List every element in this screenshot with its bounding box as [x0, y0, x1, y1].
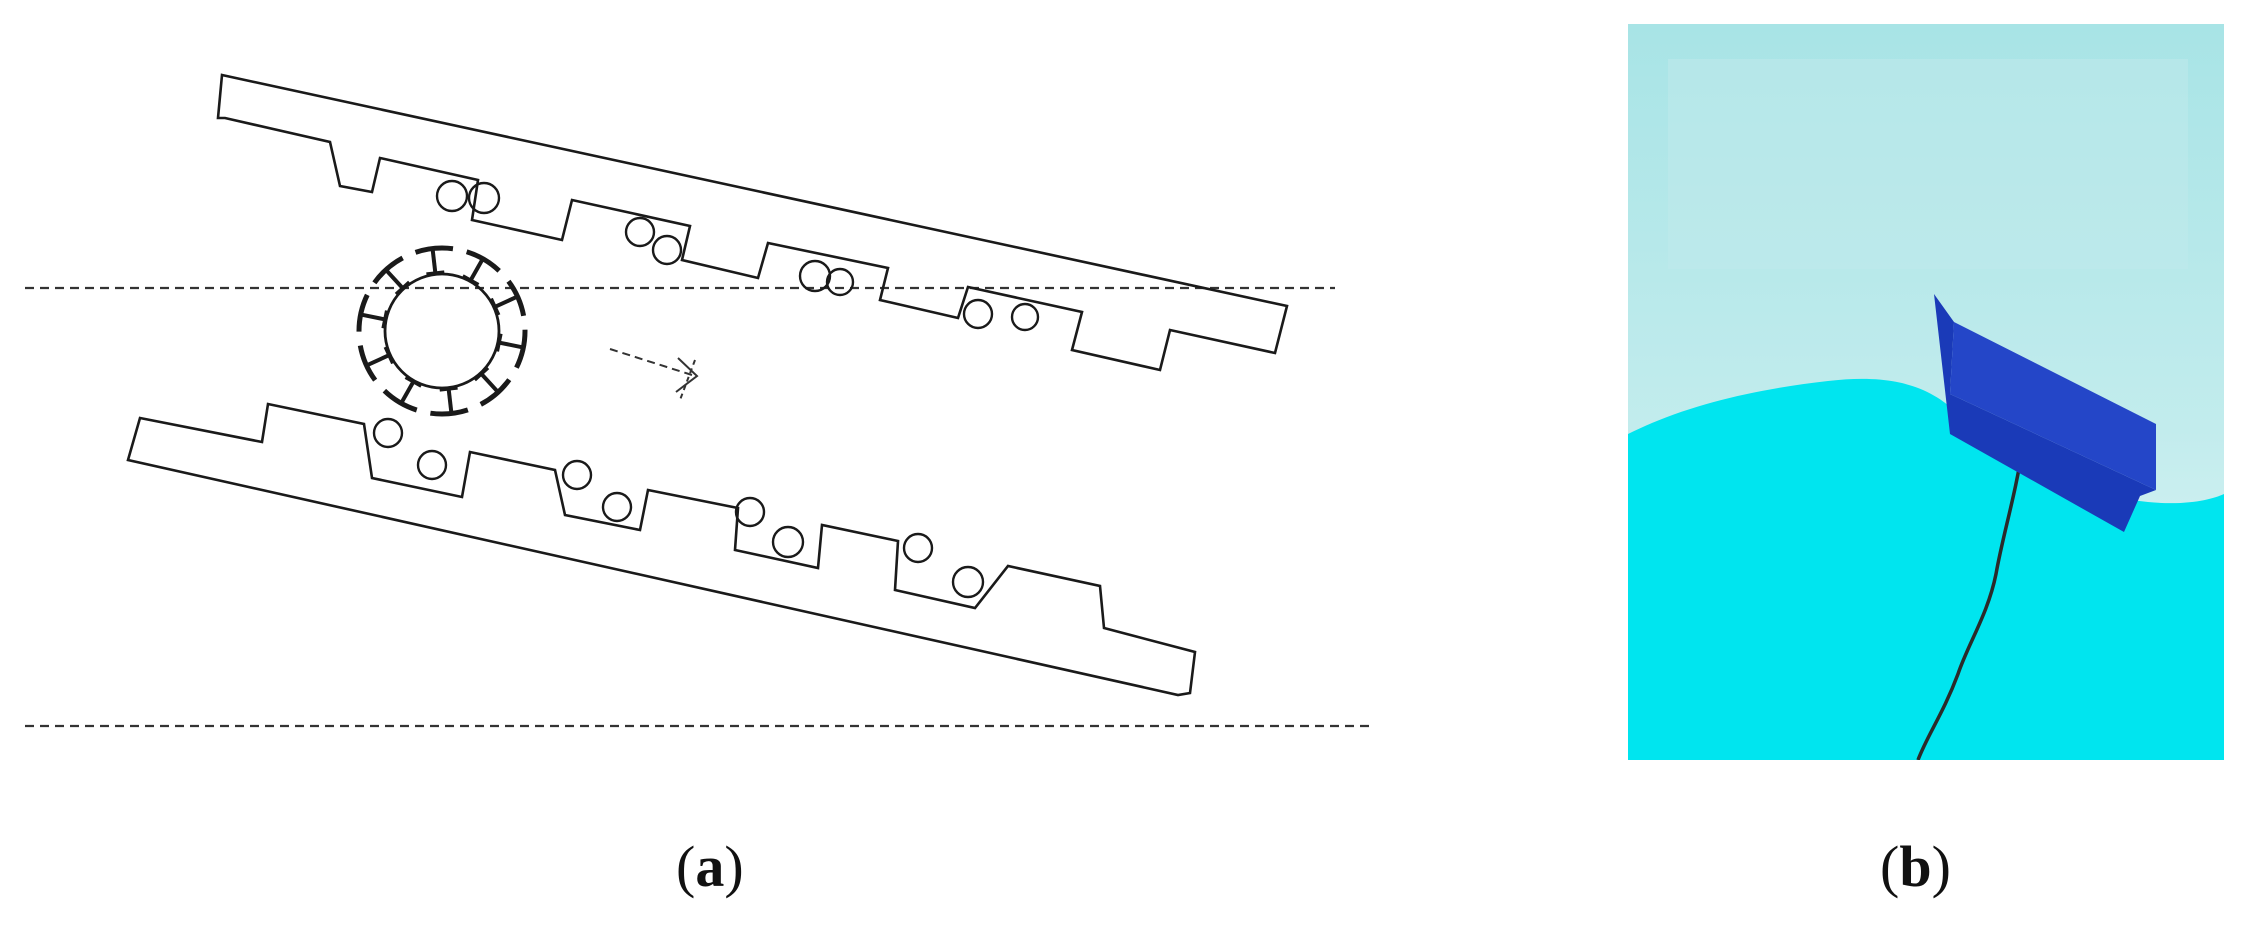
drum-paddle-foot: [426, 270, 445, 277]
hull-top-face: [1950, 322, 2156, 490]
upper-plate: [216, 73, 1289, 372]
drum-paddle-foot: [439, 385, 458, 392]
scene-panel-b: [1628, 24, 2224, 760]
water-surface: [1628, 378, 2224, 760]
roller: [734, 496, 766, 528]
roller: [771, 525, 805, 559]
drum-paddle: [468, 258, 485, 282]
lower-rollers: [372, 417, 985, 599]
drum-paddle-foot: [495, 333, 503, 352]
upper-rollers: [435, 179, 1040, 332]
floating-hull: [1934, 294, 2156, 532]
roller: [962, 298, 994, 330]
drum-outer-ring: [356, 245, 528, 417]
rotating-drum: [356, 245, 528, 417]
roller: [416, 449, 448, 481]
roller: [1010, 302, 1040, 332]
drum-paddles: [361, 249, 523, 413]
sea-scene: [1628, 24, 2224, 760]
roller: [435, 179, 469, 213]
sky-band: [1668, 59, 2188, 269]
drum-paddle-foot: [394, 280, 411, 296]
drum-paddle: [493, 295, 518, 309]
drum-paddle: [479, 372, 499, 393]
roller: [561, 459, 593, 491]
drum-paddle-foot: [461, 274, 480, 287]
schematic-panel-a: [25, 73, 1375, 728]
direction-arrow: [609, 348, 699, 401]
drum-paddle-foot: [489, 297, 501, 316]
schematic-diagram: [25, 73, 1375, 728]
drum-paddle-foot: [381, 310, 389, 329]
roller: [902, 532, 934, 564]
mooring-cable: [1916, 443, 2025, 760]
roller: [651, 234, 683, 266]
drum-paddle-foot: [473, 366, 490, 382]
caption-a: (a): [676, 834, 744, 899]
drum-paddle: [446, 388, 454, 413]
drum-paddle: [430, 249, 438, 274]
roller: [601, 491, 633, 523]
roller: [467, 181, 501, 215]
drum-paddle-foot: [383, 346, 395, 365]
roller: [372, 417, 404, 449]
roller: [951, 565, 985, 599]
roller: [825, 267, 855, 297]
lower-plate: [126, 402, 1197, 697]
drum-paddle: [399, 380, 416, 404]
drum-paddle: [366, 353, 391, 367]
roller: [624, 216, 656, 248]
drum-paddle: [385, 269, 405, 290]
caption-b: (b): [1880, 834, 1951, 899]
roller: [798, 259, 832, 293]
drum-paddle: [498, 340, 523, 350]
drum-paddle: [361, 312, 386, 322]
drum-paddle-foot: [404, 375, 423, 388]
